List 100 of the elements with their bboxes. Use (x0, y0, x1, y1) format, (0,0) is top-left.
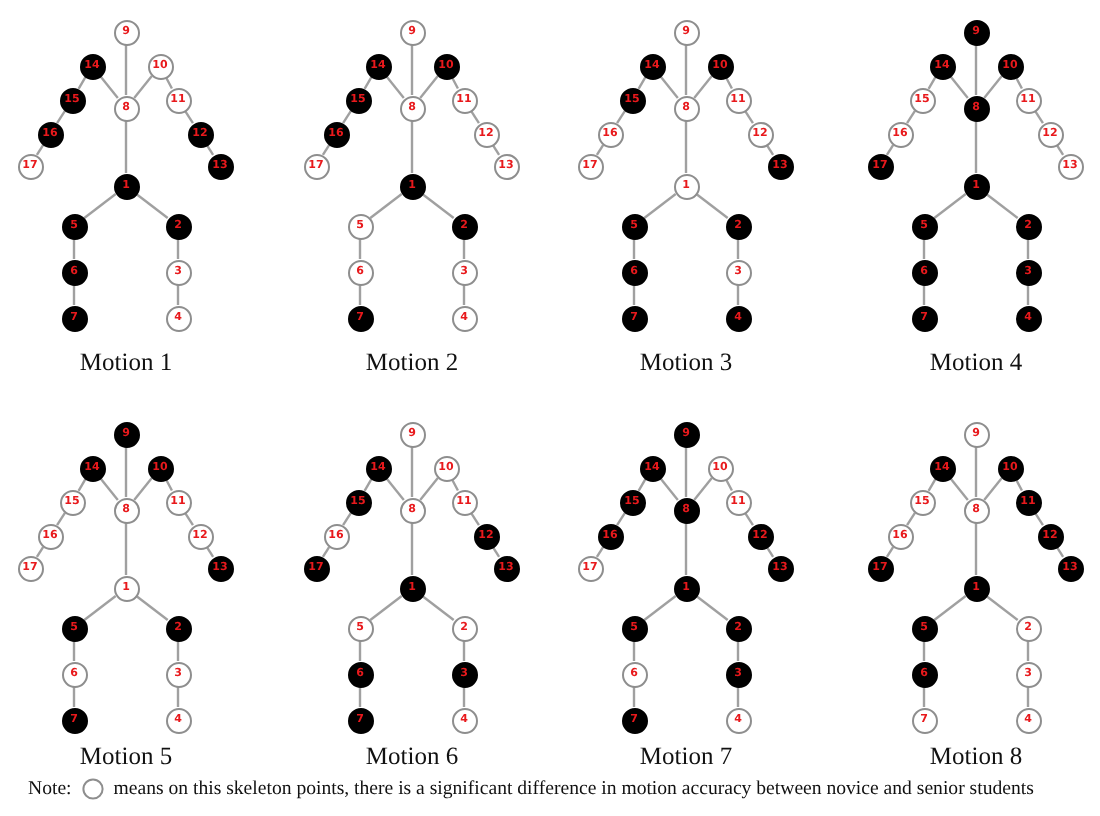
bone-line (358, 687, 362, 707)
bone-line (637, 76, 647, 90)
bone-line (1026, 641, 1030, 661)
motion-caption: Motion 8 (929, 742, 1023, 772)
bone-line (135, 192, 169, 220)
motion-caption: Motion 6 (365, 742, 459, 772)
bone-line (693, 75, 713, 99)
motion-caption: Motion 2 (365, 348, 459, 378)
bone-line (385, 75, 405, 99)
bone-line (659, 75, 679, 99)
bone-line (1015, 478, 1023, 492)
bone-line (684, 447, 688, 497)
bone-line (985, 192, 1019, 220)
bone-line (124, 447, 128, 497)
bone-line (616, 110, 626, 124)
bone-line (72, 687, 76, 707)
bone-line (927, 76, 937, 90)
bone-line (933, 192, 967, 220)
bone-line (922, 641, 926, 661)
bone-line (176, 239, 180, 259)
bone-line (632, 285, 636, 305)
bone-line (410, 447, 414, 497)
bone-line (176, 687, 180, 707)
bone-line (695, 594, 729, 622)
bone-line (410, 121, 414, 173)
bone-line (321, 546, 331, 558)
bone-line (684, 121, 688, 173)
bone-line (906, 110, 916, 124)
bone-line (632, 239, 636, 259)
bone-line (56, 512, 66, 526)
bone-line (451, 478, 459, 492)
bone-line (358, 285, 362, 305)
bone-line (974, 523, 978, 575)
bone-line (419, 75, 439, 99)
bone-line (1026, 687, 1030, 707)
bone-line (363, 76, 373, 90)
bone-line (462, 641, 466, 661)
bone-line (419, 477, 439, 501)
bone-line (385, 477, 405, 501)
bone-line (165, 478, 173, 492)
bone-line (462, 687, 466, 707)
bone-line (72, 641, 76, 661)
bone-line (363, 478, 373, 492)
bone-line (736, 239, 740, 259)
bone-line (927, 478, 937, 492)
bone-line (462, 285, 466, 305)
bone-line (321, 144, 331, 156)
bone-line (983, 75, 1003, 99)
bone-line (369, 594, 403, 622)
bone-line (632, 687, 636, 707)
bone-line (77, 478, 87, 492)
bone-line (736, 687, 740, 707)
bone-line (693, 477, 713, 501)
bone-line (72, 285, 76, 305)
motion-caption: Motion 1 (79, 348, 173, 378)
bone-line (99, 75, 119, 99)
bone-line (1026, 285, 1030, 305)
motion-caption: Motion 4 (929, 348, 1023, 378)
bone-line (922, 285, 926, 305)
bone-line (358, 239, 362, 259)
bone-line (736, 285, 740, 305)
bone-line (410, 45, 414, 95)
bone-line (421, 594, 455, 622)
bone-line (695, 192, 729, 220)
bone-line (83, 192, 117, 220)
bone-line (462, 239, 466, 259)
bone-line (637, 478, 647, 492)
bone-line (922, 239, 926, 259)
bone-line (736, 641, 740, 661)
bone-line (974, 45, 978, 95)
bone-line (342, 512, 352, 526)
bone-line (933, 594, 967, 622)
bone-line (369, 192, 403, 220)
bone-line (906, 512, 916, 526)
bone-line (56, 110, 66, 124)
bone-line (1026, 239, 1030, 259)
bone-line (124, 45, 128, 95)
bone-line (124, 121, 128, 173)
bone-line (133, 75, 153, 99)
bone-line (133, 477, 153, 501)
bone-line (974, 447, 978, 497)
bone-line (684, 45, 688, 95)
bone-line (165, 76, 173, 90)
bone-line (985, 594, 1019, 622)
motion-caption: Motion 7 (639, 742, 733, 772)
bone-line (1015, 76, 1023, 90)
bone-line (616, 512, 626, 526)
bone-line (974, 121, 978, 173)
bone-line (410, 523, 414, 575)
bone-line (176, 285, 180, 305)
bone-line (342, 110, 352, 124)
bone-line (83, 594, 117, 622)
bone-line (77, 76, 87, 90)
bone-line (659, 477, 679, 501)
bone-line (983, 477, 1003, 501)
bone-line (643, 594, 677, 622)
bone-line (135, 594, 169, 622)
bone-line (358, 641, 362, 661)
bone-line (176, 641, 180, 661)
bone-line (632, 641, 636, 661)
